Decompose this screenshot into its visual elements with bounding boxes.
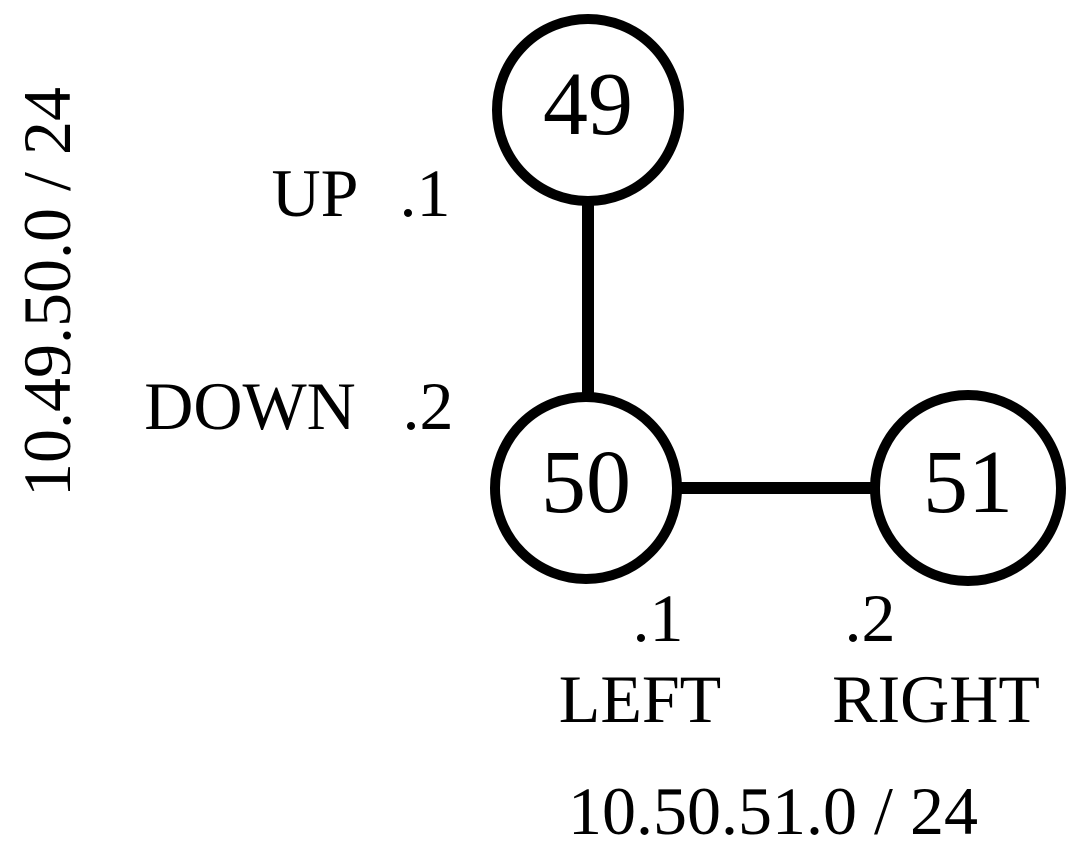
node-50: 50 — [490, 392, 682, 584]
node-49-label: 49 — [543, 55, 633, 154]
interface-down-address: .2 — [402, 368, 454, 444]
node-50-label: 50 — [541, 433, 631, 532]
subnet-label-left-vertical: 10.49.50.0 / 24 — [9, 87, 85, 497]
interface-up-address: .1 — [399, 155, 451, 231]
interface-right-address: .2 — [844, 580, 896, 656]
interface-down-label: DOWN — [144, 368, 356, 444]
node-51: 51 — [870, 390, 1066, 586]
link-node50-node51 — [672, 482, 880, 494]
link-node49-node50 — [582, 198, 594, 403]
subnet-label-bottom: 10.50.51.0 / 24 — [568, 773, 978, 849]
interface-up-label: UP — [271, 155, 359, 231]
node-49: 49 — [492, 14, 684, 206]
node-51-label: 51 — [923, 433, 1013, 532]
interface-left-address: .1 — [632, 580, 684, 656]
interface-left-label: LEFT — [558, 661, 722, 737]
interface-right-label: RIGHT — [832, 661, 1040, 737]
